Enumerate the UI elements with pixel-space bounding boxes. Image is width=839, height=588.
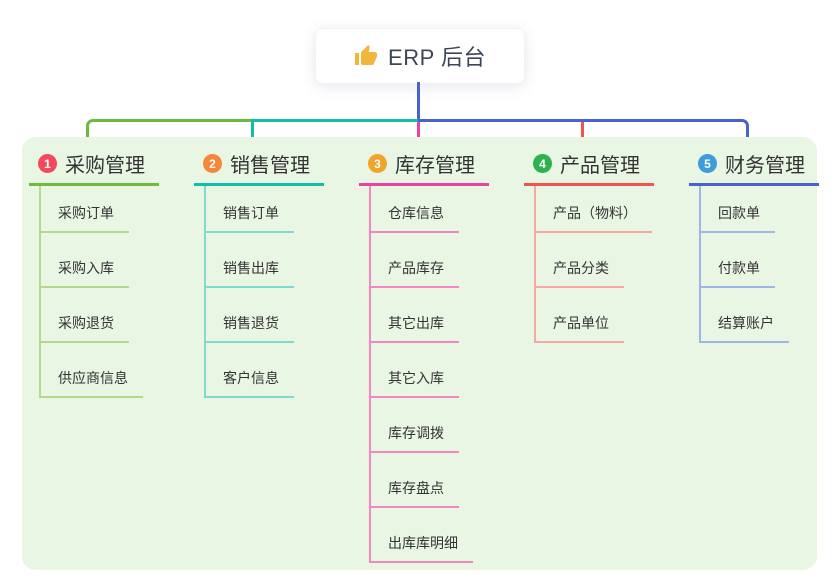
connector-bus-left-green (86, 119, 253, 147)
child-row: 结算账户 (701, 288, 819, 343)
branch-node-label: 财务管理 (725, 155, 805, 177)
child-row: 供应商信息 (41, 343, 159, 398)
child-node[interactable]: 出库库明细 (371, 533, 473, 563)
branch-children: 销售订单销售出库销售退货客户信息 (204, 186, 324, 398)
connector-bus-mid-teal (251, 119, 418, 147)
child-node[interactable]: 回款单 (701, 203, 775, 233)
child-row: 其它出库 (371, 288, 489, 343)
child-row: 产品（物料） (536, 186, 654, 233)
branch-children: 回款单付款单结算账户 (699, 186, 819, 343)
child-node[interactable]: 产品单位 (536, 313, 624, 343)
child-row: 产品单位 (536, 288, 654, 343)
child-node[interactable]: 客户信息 (206, 368, 294, 398)
child-row: 出库库明细 (371, 508, 489, 563)
child-row: 采购入库 (41, 233, 159, 288)
child-row: 付款单 (701, 233, 819, 288)
child-node[interactable]: 销售出库 (206, 258, 294, 288)
child-node[interactable]: 其它入库 (371, 368, 459, 398)
child-node[interactable]: 供应商信息 (41, 368, 143, 398)
child-row: 销售订单 (206, 186, 324, 233)
child-node[interactable]: 库存调拨 (371, 423, 459, 453)
child-row: 采购退货 (41, 288, 159, 343)
child-row: 库存调拨 (371, 398, 489, 453)
connector-drop-branch-4 (581, 122, 584, 147)
child-row: 销售出库 (206, 233, 324, 288)
branch-children: 采购订单采购入库采购退货供应商信息 (39, 186, 159, 398)
child-row: 其它入库 (371, 343, 489, 398)
child-node[interactable]: 付款单 (701, 258, 775, 288)
branch-node-label: 库存管理 (395, 155, 475, 177)
map-canvas: 1 采购管理 采购订单采购入库采购退货供应商信息 2 销售管理 销售订单销售出库… (22, 137, 819, 570)
branch-node-label: 销售管理 (230, 155, 310, 177)
child-row: 销售退货 (206, 288, 324, 343)
child-node[interactable]: 其它出库 (371, 313, 459, 343)
connector-root-stub (417, 82, 420, 120)
branch-1: 1 采购管理 采购订单采购入库采购退货供应商信息 (29, 146, 159, 398)
child-row: 仓库信息 (371, 186, 489, 233)
child-row: 采购订单 (41, 186, 159, 233)
connector-bus-right-blue (418, 119, 749, 147)
branch-children: 仓库信息产品库存其它出库其它入库库存调拨库存盘点出库库明细 (369, 186, 489, 563)
root-node-label: ERP 后台 (388, 45, 486, 70)
branch-node-2[interactable]: 2 销售管理 (194, 146, 324, 186)
branch-2: 2 销售管理 销售订单销售出库销售退货客户信息 (194, 146, 324, 398)
child-node[interactable]: 销售订单 (206, 203, 294, 233)
branch-4: 4 产品管理 产品（物料） 产品分类产品单位 (524, 146, 654, 343)
child-node[interactable]: 采购退货 (41, 313, 129, 343)
branch-number-badge: 1 (38, 154, 57, 173)
child-node[interactable]: 产品（物料） (536, 203, 652, 233)
branch-number-badge: 5 (698, 154, 717, 173)
child-node[interactable]: 产品库存 (371, 258, 459, 288)
child-row: 库存盘点 (371, 453, 489, 508)
branch-node-1[interactable]: 1 采购管理 (29, 146, 159, 186)
branch-node-label: 采购管理 (65, 155, 145, 177)
child-node[interactable]: 库存盘点 (371, 478, 459, 508)
branch-node-3[interactable]: 3 库存管理 (359, 146, 489, 186)
child-node[interactable]: 仓库信息 (371, 203, 459, 233)
branch-number-badge: 3 (368, 154, 387, 173)
branch-node-5[interactable]: 5 财务管理 (689, 146, 819, 186)
child-row: 产品分类 (536, 233, 654, 288)
branch-number-badge: 2 (203, 154, 222, 173)
branch-3: 3 库存管理 仓库信息产品库存其它出库其它入库库存调拨库存盘点出库库明细 (359, 146, 489, 563)
child-node[interactable]: 销售退货 (206, 313, 294, 343)
child-node[interactable]: 采购订单 (41, 203, 129, 233)
child-row: 产品库存 (371, 233, 489, 288)
root-node[interactable]: ERP 后台 (315, 28, 525, 84)
child-node[interactable]: 产品分类 (536, 258, 624, 288)
connector-drop-branch-3 (417, 122, 420, 147)
branch-5: 5 财务管理 回款单付款单结算账户 (689, 146, 819, 343)
child-node[interactable]: 结算账户 (701, 313, 789, 343)
branch-number-badge: 4 (533, 154, 552, 173)
child-node[interactable]: 采购入库 (41, 258, 129, 288)
branch-node-4[interactable]: 4 产品管理 (524, 146, 654, 186)
branch-node-label: 产品管理 (560, 155, 640, 177)
thumbs-up-icon (354, 44, 378, 68)
child-row: 回款单 (701, 186, 819, 233)
child-row: 客户信息 (206, 343, 324, 398)
branch-children: 产品（物料） 产品分类产品单位 (534, 186, 654, 343)
